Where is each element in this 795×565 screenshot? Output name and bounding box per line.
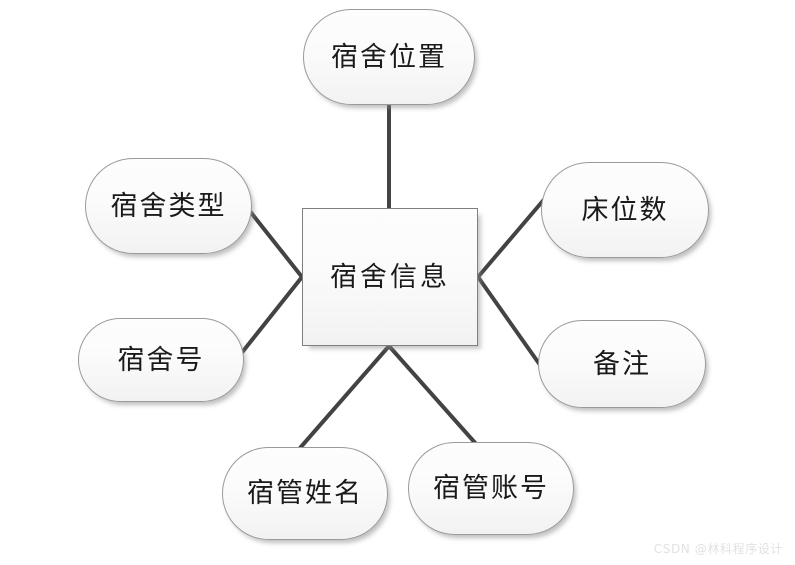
- watermark: CSDN @林科程序设计: [653, 542, 783, 556]
- attribute-label-dorm-manager-name: 宿管姓名: [247, 478, 363, 508]
- attribute-node-dorm-manager-account[interactable]: 宿管账号: [408, 442, 574, 535]
- attribute-node-remarks[interactable]: 备注: [538, 320, 706, 408]
- connector-lines: [238, 105, 549, 450]
- attribute-label-dormitory-number: 宿舍号: [117, 344, 205, 375]
- attribute-node-dormitory-location[interactable]: 宿舍位置: [303, 9, 475, 105]
- entity-node-dormitory-information[interactable]: 宿舍信息: [302, 208, 478, 346]
- attribute-label-dorm-manager-account: 宿管账号: [433, 473, 549, 503]
- connector-dorm-manager-account: [387, 344, 479, 447]
- connector-dormitory-type: [243, 203, 304, 279]
- attribute-node-bed-count[interactable]: 床位数: [541, 162, 709, 258]
- entity-label-dormitory-information: 宿舍信息: [330, 261, 450, 292]
- attribute-label-remarks: 备注: [593, 348, 651, 379]
- attribute-label-bed-count: 床位数: [581, 194, 669, 225]
- attribute-label-dormitory-location: 宿舍位置: [331, 41, 447, 72]
- attribute-node-dorm-manager-name[interactable]: 宿管姓名: [222, 447, 388, 540]
- connector-bed-count: [476, 194, 549, 279]
- attribute-node-dormitory-type[interactable]: 宿舍类型: [85, 158, 252, 254]
- connector-remarks: [476, 275, 547, 374]
- connector-dorm-manager-name: [298, 344, 391, 450]
- attribute-label-dormitory-type: 宿舍类型: [110, 190, 227, 221]
- attribute-node-dormitory-number[interactable]: 宿舍号: [78, 318, 244, 402]
- connector-dormitory-number: [238, 275, 304, 357]
